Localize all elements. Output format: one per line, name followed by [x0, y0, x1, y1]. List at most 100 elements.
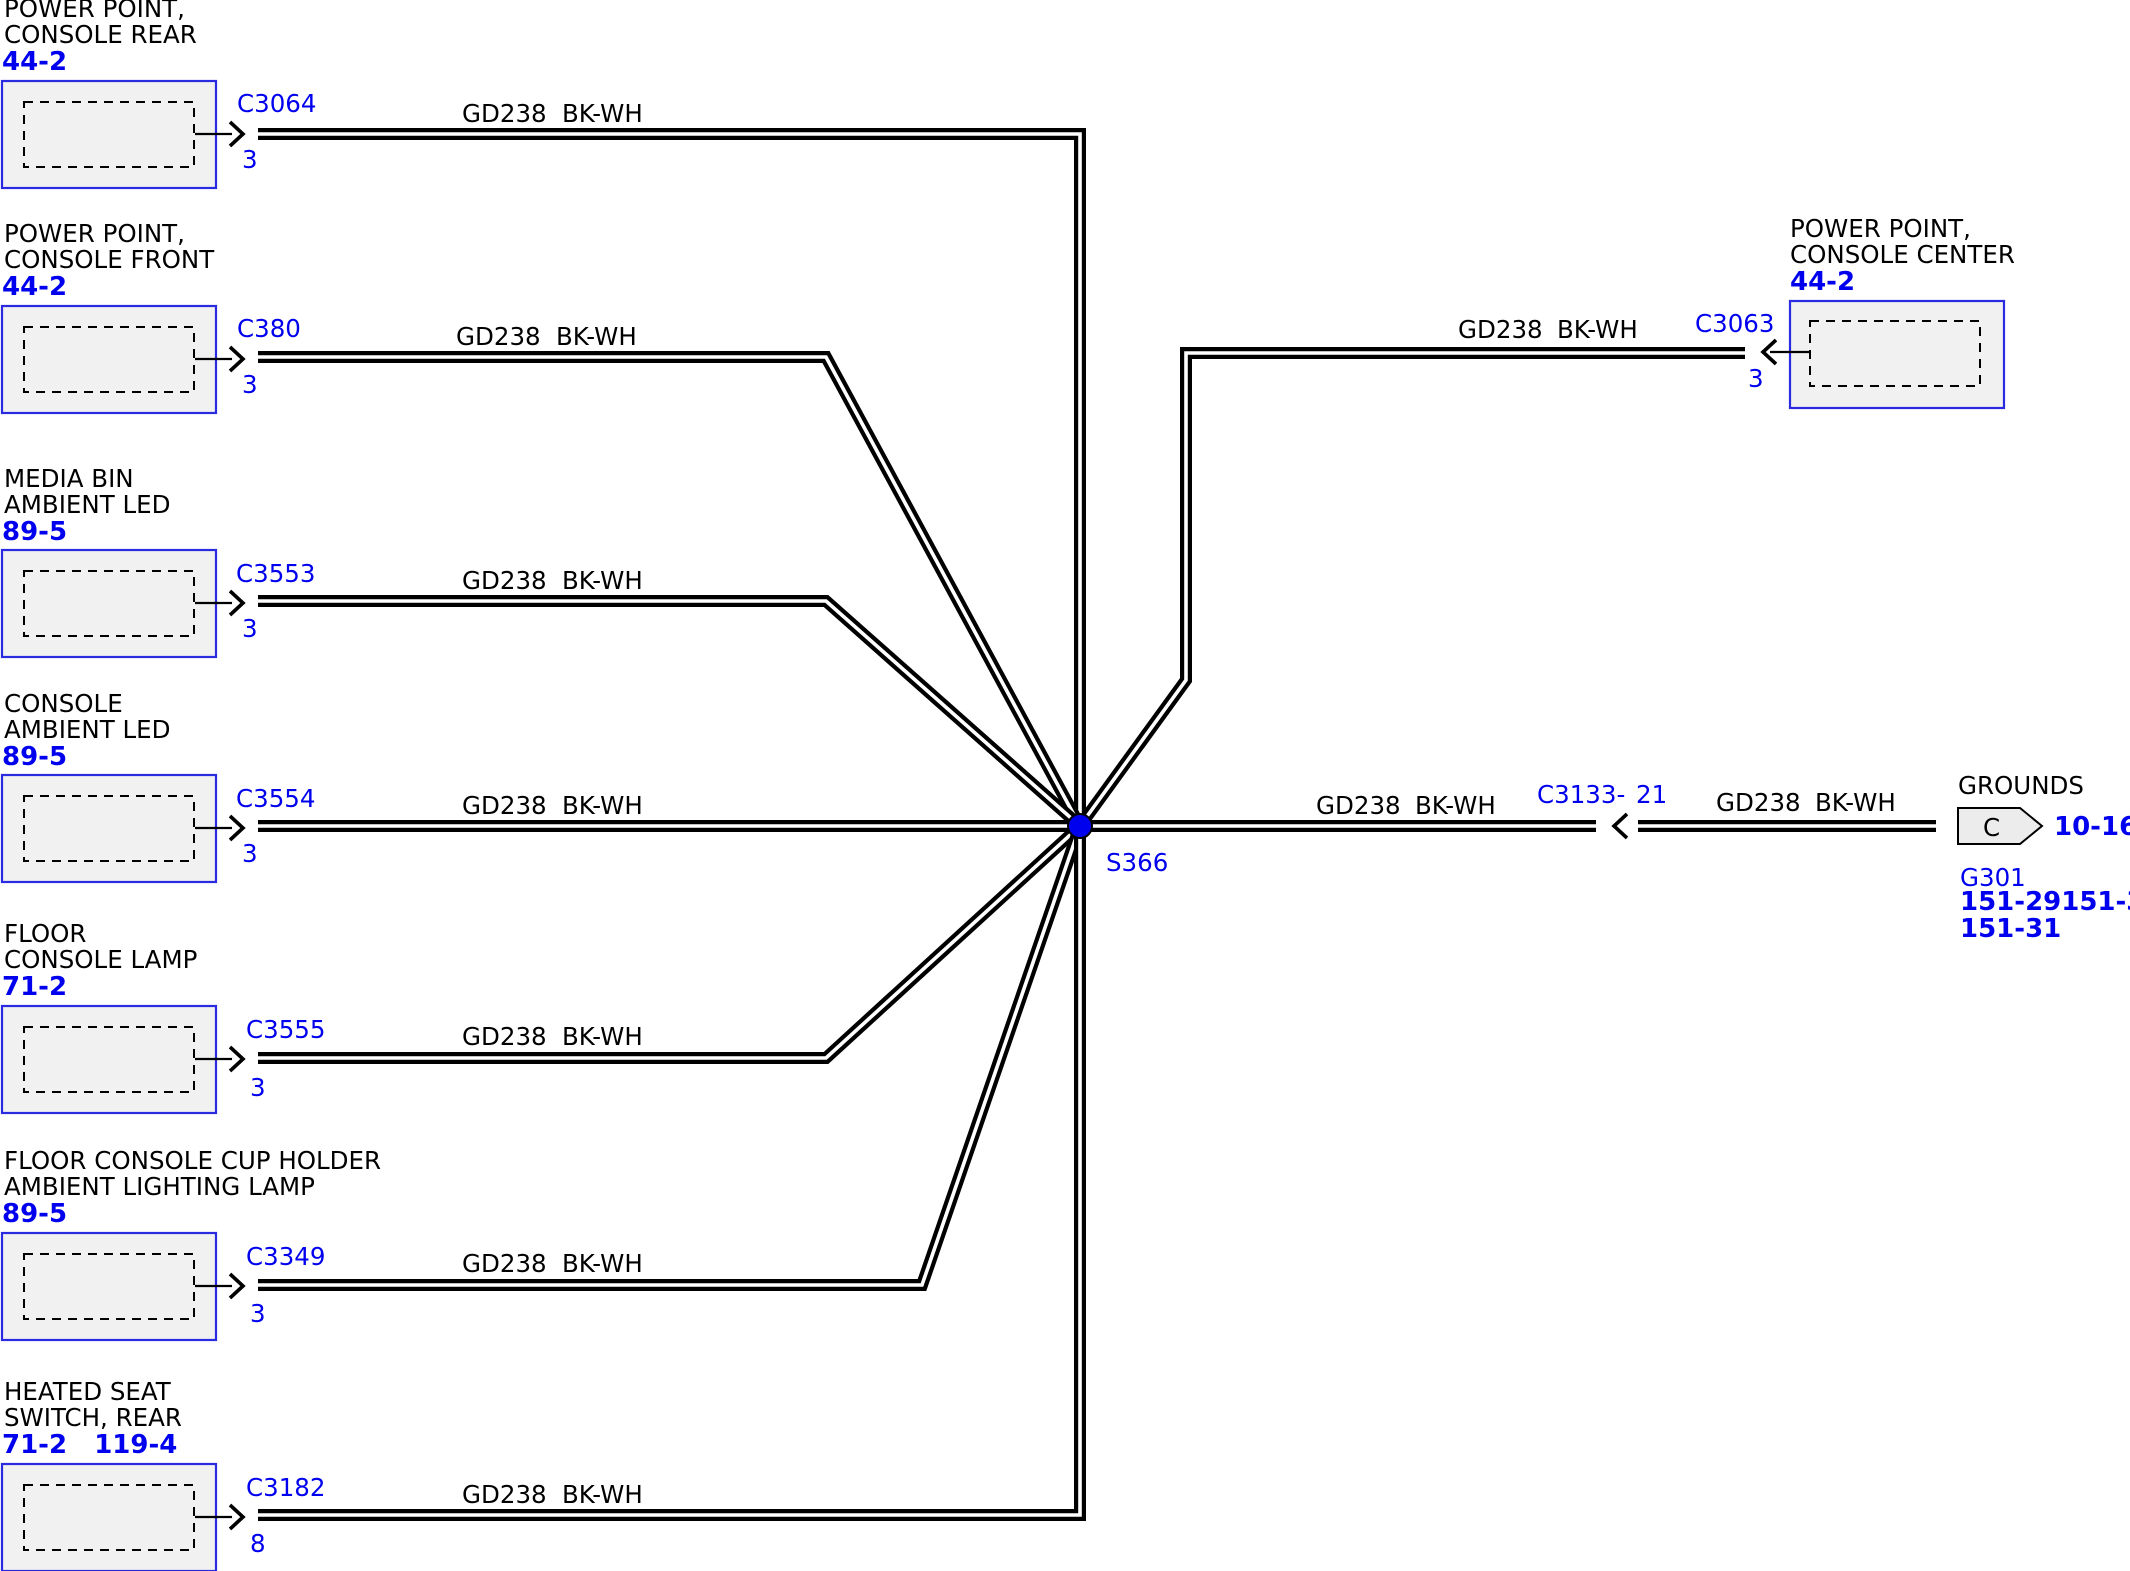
component-box-inner	[23, 795, 195, 862]
connector-label[interactable]: C3554	[236, 784, 315, 813]
component-box-inner	[23, 1484, 195, 1551]
wire-color: BK-WH	[562, 791, 643, 820]
component-name-line-1: POWER POINT,	[1790, 214, 1971, 243]
component-name-line-1: FLOOR CONSOLE CUP HOLDER	[4, 1146, 381, 1175]
wire-label-to-c3133: GD238 BK-WH	[1316, 791, 1496, 820]
wire-c3553	[258, 595, 1084, 831]
component-page-ref[interactable]: 44-2	[1790, 267, 1855, 297]
component-box-inner	[23, 326, 195, 393]
component-box	[0, 304, 218, 415]
splice-label: S366	[1106, 848, 1168, 877]
pin-number: 3	[242, 839, 258, 868]
component-box	[1788, 299, 2006, 410]
component-box-inner	[23, 1026, 195, 1093]
chevron-arrow-icon	[228, 814, 246, 842]
wire-c3555	[258, 821, 1085, 1064]
ground-refs-line-2[interactable]: 151-31	[1960, 914, 2061, 944]
chevron-arrow-icon	[228, 589, 246, 617]
chevron-arrow-icon	[228, 345, 246, 373]
component-name-line-1: POWER POINT,	[4, 0, 185, 23]
connector-label[interactable]: C380	[237, 314, 301, 343]
wire-c3063	[1075, 347, 1745, 830]
pin-number: 3	[242, 145, 258, 174]
component-page-ref[interactable]: 71-2	[2, 972, 67, 1002]
component-box-inner	[23, 1253, 195, 1320]
component-box-inner	[23, 101, 195, 168]
component-name-line-2: AMBIENT LED	[4, 490, 171, 519]
component-page-ref[interactable]: 89-5	[2, 742, 67, 772]
ground-refs-line-1[interactable]: 151-29151-30	[1960, 887, 2130, 917]
pin-number: 3	[250, 1299, 266, 1328]
inline-connector-c3133: C3133- 21	[1537, 780, 1667, 840]
component-floor-console-lamp: FLOOR CONSOLE LAMP 71-2 C3555 3 GD238 BK…	[0, 919, 643, 1115]
component-name-line-1: POWER POINT,	[4, 219, 185, 248]
component-name-line-2: AMBIENT LIGHTING LAMP	[4, 1172, 315, 1201]
connector-label[interactable]: C3553	[236, 559, 315, 588]
wire-circuit: GD238	[1316, 791, 1401, 820]
component-name-line-1: MEDIA BIN	[4, 464, 134, 493]
connector-label[interactable]: C3063	[1695, 309, 1774, 338]
wire-circuit: GD238	[462, 99, 547, 128]
component-page-ref[interactable]: 44-2	[2, 47, 67, 77]
component-page-ref[interactable]: 71-2 119-4	[2, 1430, 177, 1460]
ground-g301: GROUNDS C 10-16 G301 151-29151-30 151-31	[1957, 771, 2130, 944]
component-page-ref[interactable]: 89-5	[2, 1199, 67, 1229]
wire-c3064	[258, 128, 1086, 826]
component-name-line-2: CONSOLE CENTER	[1790, 240, 2015, 269]
component-name-line-2: CONSOLE LAMP	[4, 945, 197, 974]
connector-label[interactable]: C3064	[237, 89, 316, 118]
chevron-arrow-icon	[228, 1503, 246, 1531]
wire-color: BK-WH	[1557, 315, 1638, 344]
component-box	[0, 773, 218, 884]
component-box	[0, 1462, 218, 1571]
wire-color: BK-WH	[556, 322, 637, 351]
wire-color: BK-WH	[562, 1249, 643, 1278]
wire-c3349	[258, 824, 1086, 1291]
wire-color: BK-WH	[562, 99, 643, 128]
wire-label-to-ground: GD238 BK-WH	[1716, 788, 1896, 817]
splice-s366: S366	[1067, 813, 1168, 877]
wire-c3182	[258, 826, 1086, 1521]
component-box-inner	[23, 570, 195, 637]
pin-number: 3	[242, 370, 258, 399]
component-name-line-2: SWITCH, REAR	[4, 1403, 182, 1432]
chevron-arrow-icon	[1760, 338, 1778, 366]
component-heated-seat-switch-rear: HEATED SEAT SWITCH, REAR 71-2 119-4 C318…	[0, 1377, 643, 1571]
component-name-line-1: FLOOR	[4, 919, 86, 948]
wire-circuit: GD238	[456, 322, 541, 351]
component-page-ref[interactable]: 44-2	[2, 272, 67, 302]
component-media-bin-ambient-led: MEDIA BIN AMBIENT LED 89-5 C3553 3 GD238…	[0, 464, 643, 659]
chevron-arrow-icon	[228, 1045, 246, 1073]
component-box	[0, 1004, 218, 1115]
ground-page-ref[interactable]: 10-16	[2054, 812, 2130, 842]
wire-harness	[258, 128, 1936, 1521]
pin-number: 8	[250, 1529, 266, 1558]
wire-circuit: GD238	[462, 1480, 547, 1509]
ground-symbol-letter: C	[1983, 813, 2000, 842]
ground-title: GROUNDS	[1958, 771, 2084, 800]
wire-circuit: GD238	[462, 791, 547, 820]
wire-circuit: GD238	[462, 566, 547, 595]
component-console-ambient-led: CONSOLE AMBIENT LED 89-5 C3554 3 GD238 B…	[0, 689, 643, 884]
wire-circuit: GD238	[1716, 788, 1801, 817]
wire-color: BK-WH	[1415, 791, 1496, 820]
component-name-line-1: HEATED SEAT	[4, 1377, 172, 1406]
connector-label[interactable]: C3555	[246, 1015, 325, 1044]
connector-label[interactable]: C3133-	[1537, 780, 1625, 809]
connector-label[interactable]: C3349	[246, 1242, 325, 1271]
wire-color: BK-WH	[1815, 788, 1896, 817]
pin-number: 3	[1748, 364, 1764, 393]
component-name-line-1: CONSOLE	[4, 689, 123, 718]
ground-flag-icon[interactable]	[1957, 807, 2044, 845]
connector-label[interactable]: C3182	[246, 1473, 325, 1502]
wire-circuit: GD238	[462, 1022, 547, 1051]
component-power-point-console-front: POWER POINT, CONSOLE FRONT 44-2 C380 3 G…	[0, 219, 637, 415]
ground-id: G301	[1960, 863, 2026, 892]
component-box	[0, 1231, 218, 1342]
component-box-inner	[1809, 320, 1981, 387]
wire-circuit: GD238	[462, 1249, 547, 1278]
component-box	[0, 548, 218, 659]
dot-icon	[1067, 813, 1093, 839]
component-page-ref[interactable]: 89-5	[2, 517, 67, 547]
